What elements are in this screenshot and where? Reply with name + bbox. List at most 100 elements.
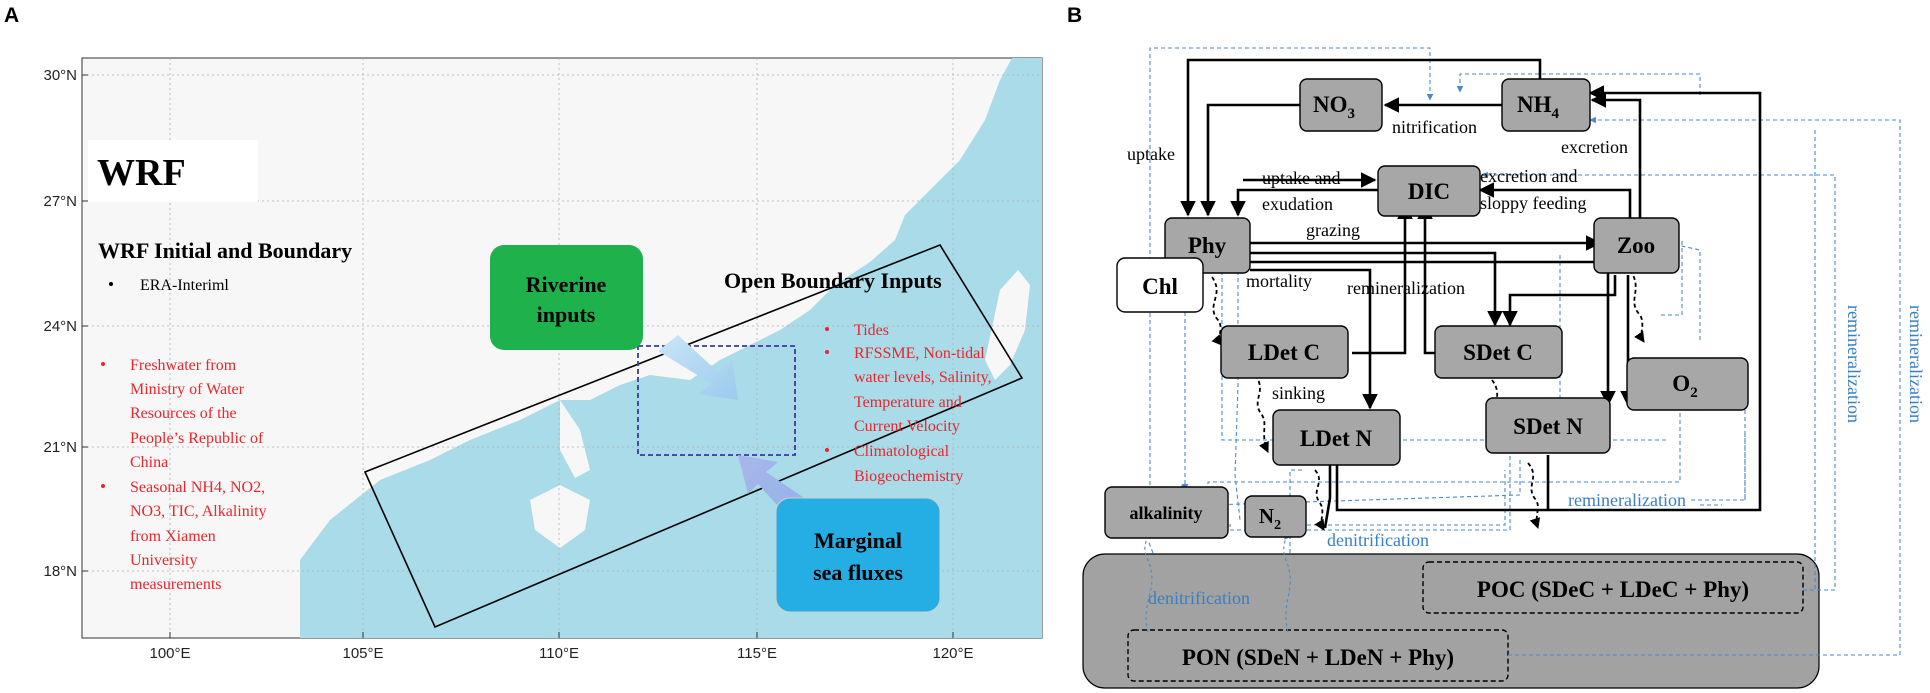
river-item-line: Seasonal NH4, NO2, xyxy=(130,479,265,496)
sea-area xyxy=(300,58,1042,638)
node-chl: Chl xyxy=(1116,257,1204,313)
lat-tick-label: 30°N xyxy=(43,67,77,84)
node-o2-sub: 2 xyxy=(1690,385,1698,401)
river-item-line: Freshwater from xyxy=(130,357,237,374)
node-ldetc-label: LDet C xyxy=(1248,340,1320,365)
node-n2-sub: 2 xyxy=(1274,518,1281,533)
lat-tick-label: 18°N xyxy=(43,563,77,580)
river-item-line: China xyxy=(130,454,168,471)
label-uptake-exudation: exudation xyxy=(1262,194,1333,214)
node-sdetc-label: SDet C xyxy=(1463,340,1533,365)
map-panel: 30°N 27°N 24°N 21°N 18°N 100°E 105°E 110… xyxy=(43,57,1043,662)
poc-label: POC (SDeC + LDeC + Phy) xyxy=(1477,577,1749,602)
lon-tick-label: 110°E xyxy=(539,645,579,662)
wrf-title: WRF xyxy=(97,152,186,194)
label-uptake-exudation: uptake and xyxy=(1262,168,1340,188)
label-grazing: grazing xyxy=(1306,220,1360,240)
riverine-arrow xyxy=(658,335,738,400)
label-excretion-feeding: sloppy feeding xyxy=(1480,193,1586,213)
lat-tick-label: 27°N xyxy=(43,193,77,210)
open-item-line: Temperature and xyxy=(854,394,962,411)
panel-a-label: A xyxy=(4,4,19,27)
study-area-box xyxy=(637,345,796,456)
open-item-line: Biogeochemistry xyxy=(854,468,963,485)
bullet-dot xyxy=(109,282,113,286)
open-boundary-list: Tides RFSSME, Non-tidal water levels, Sa… xyxy=(825,322,992,485)
svg-text:O2: O2 xyxy=(1672,371,1697,401)
node-nh4-sub: 4 xyxy=(1552,106,1560,122)
label-sinking: sinking xyxy=(1272,383,1325,403)
label-remineralization: remineralization xyxy=(1347,278,1465,298)
node-ldetn-label: LDet N xyxy=(1300,426,1373,451)
node-dic-label: DIC xyxy=(1408,179,1450,204)
node-no3-sub: 3 xyxy=(1348,106,1356,122)
node-zoo-label: Zoo xyxy=(1617,233,1655,258)
open-item-line: Climatological xyxy=(854,443,950,460)
open-item-line: water levels, Salinity, xyxy=(854,369,992,386)
label-nitrification: nitrification xyxy=(1392,117,1477,137)
node-no3: NO3 xyxy=(1299,78,1383,132)
node-dic: DIC xyxy=(1377,165,1481,217)
label-remineralization-vertical: remineralization xyxy=(1844,305,1864,423)
lon-tick-label: 120°E xyxy=(932,645,973,662)
river-item-line: measurements xyxy=(130,576,222,593)
biogeochem-diagram: POC (SDeC + LDeC + Phy) PON (SDeN + LDeN… xyxy=(1082,47,1926,689)
lon-tick-label: 115°E xyxy=(737,645,777,662)
riverine-box-line: Riverine xyxy=(526,272,607,297)
svg-text:N2: N2 xyxy=(1259,504,1281,533)
label-mortality: mortality xyxy=(1246,271,1312,291)
model-domain-box xyxy=(363,244,1024,629)
label-uptake: uptake xyxy=(1127,144,1175,164)
lat-tick-label: 21°N xyxy=(43,439,77,456)
river-item-line: from Xiamen xyxy=(130,528,216,545)
node-o2: O2 xyxy=(1626,357,1749,411)
node-sdetn: SDet N xyxy=(1485,397,1611,454)
label-remineralization-bottom: remineralization xyxy=(1568,490,1686,510)
svg-text:NH4: NH4 xyxy=(1517,92,1560,122)
open-item-line: Current Velocity xyxy=(854,418,960,435)
leizhou-land xyxy=(560,400,590,478)
river-item-line: University xyxy=(130,552,198,569)
river-inputs-list: Freshwater from Ministry of Water Resour… xyxy=(101,357,267,593)
label-remineralization-vertical: remineralization xyxy=(1906,305,1926,423)
node-alk-label: alkalinity xyxy=(1129,503,1202,523)
node-nh4: NH4 xyxy=(1501,78,1591,132)
lat-tick-label: 24°N xyxy=(43,318,77,335)
river-item-line: Ministry of Water xyxy=(130,381,245,398)
lon-tick-label: 100°E xyxy=(149,645,190,662)
panel-b-label: B xyxy=(1067,4,1082,27)
node-zoo: Zoo xyxy=(1593,217,1680,274)
node-n2: N2 xyxy=(1244,495,1307,538)
marginal-sea-box xyxy=(775,497,941,613)
marginal-box-line: sea fluxes xyxy=(813,560,903,585)
svg-text:NO3: NO3 xyxy=(1313,92,1355,122)
wrf-title-backdrop xyxy=(88,140,258,202)
node-ldetc: LDet C xyxy=(1220,325,1349,379)
node-no3-label: NO xyxy=(1313,92,1348,117)
node-sdetc: SDet C xyxy=(1434,325,1563,379)
node-nh4-label: NH xyxy=(1517,92,1552,117)
riverine-inputs-box xyxy=(490,245,643,350)
pon-label: PON (SDeN + LDeN + Phy) xyxy=(1182,645,1454,670)
node-alkalinity: alkalinity xyxy=(1104,486,1229,539)
marginal-box-line: Marginal xyxy=(814,528,902,553)
river-item-line: People’s Republic of xyxy=(130,430,264,447)
riverine-box-line: inputs xyxy=(537,302,596,327)
wrf-item: ERA-Interiml xyxy=(140,277,229,294)
node-phy-label: Phy xyxy=(1188,233,1227,258)
node-n2-label: N xyxy=(1259,504,1274,528)
river-item-line: Resources of the xyxy=(130,405,237,422)
open-item-line: RFSSME, Non-tidal xyxy=(854,345,985,362)
label-denitrification-sediment: denitrification xyxy=(1148,588,1250,608)
poc-box xyxy=(1422,561,1804,614)
label-excretion-feeding: excretion and xyxy=(1480,166,1577,186)
wrf-boundary-title: WRF Initial and Boundary xyxy=(98,238,352,263)
hainan-land xyxy=(530,485,590,548)
river-item-line: NO3, TIC, Alkalinity xyxy=(130,503,267,520)
node-o2-label: O xyxy=(1672,371,1690,396)
taiwan-land xyxy=(985,270,1030,380)
label-denitrification: denitrification xyxy=(1327,530,1429,550)
map-ticks xyxy=(82,74,954,638)
node-sdetn-label: SDet N xyxy=(1513,414,1583,439)
